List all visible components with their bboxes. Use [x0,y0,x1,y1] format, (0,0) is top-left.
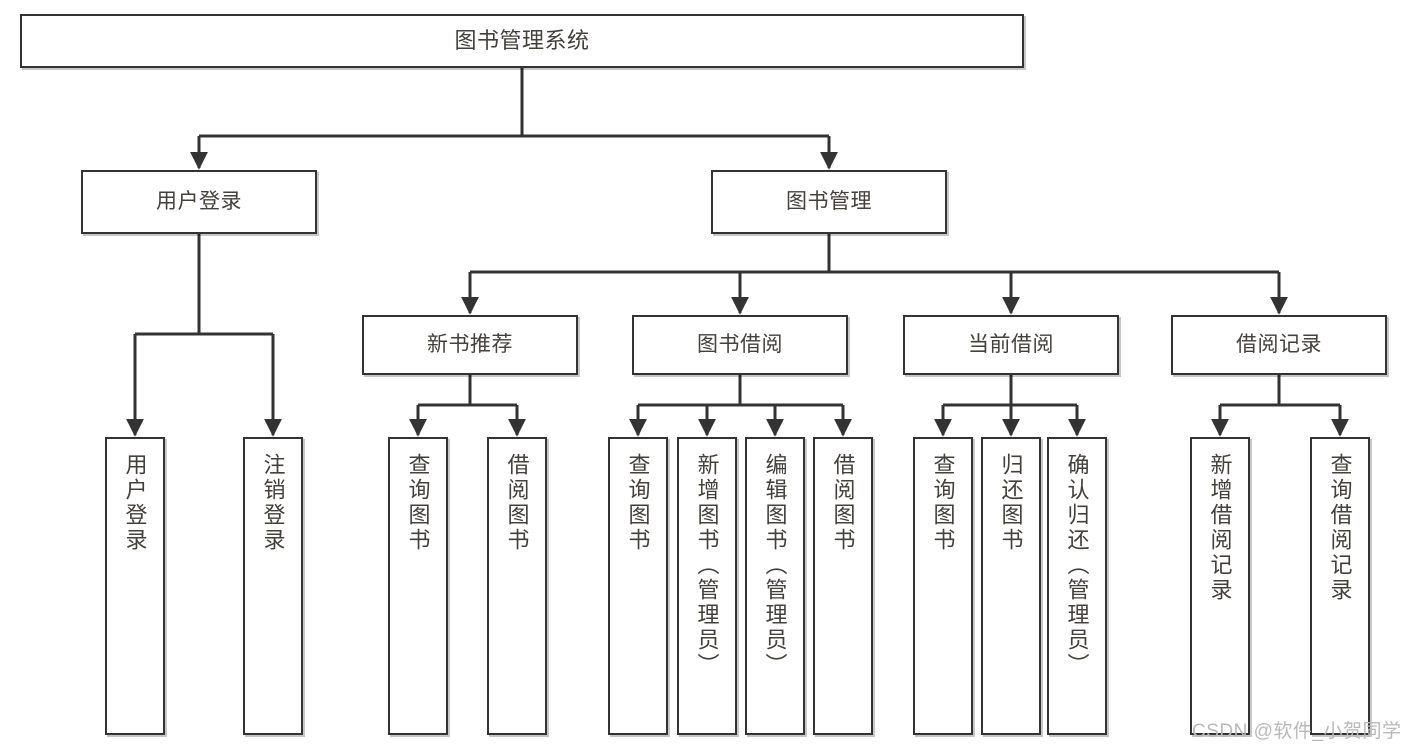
node-l4-d2[interactable]: 归还图书 [981,437,1041,735]
node-label: 查询借阅记录 [1327,453,1353,603]
node-label: 查询图书 [405,453,431,553]
node-l4-b1[interactable]: 查询图书 [388,437,448,735]
node-label: 新增借阅记录 [1207,453,1233,603]
node-l4-c2[interactable]: 新增图书（管理员） [677,437,737,735]
node-l4-e1[interactable]: 新增借阅记录 [1190,437,1250,735]
node-l2-login[interactable]: 用户登录 [81,170,317,234]
node-label: 当前借阅 [968,332,1054,356]
node-label: 图书管理 [786,189,872,213]
node-l3-record[interactable]: 借阅记录 [1171,315,1387,375]
node-label: 归还图书 [998,453,1024,553]
node-label: 注销登录 [260,453,286,553]
node-label: 新书推荐 [427,332,513,356]
csdn-watermark: CSDN @软件_小贺同学 [1192,721,1402,742]
node-label: 查询图书 [930,453,956,553]
node-label: 用户登录 [156,189,242,213]
node-l4-c1[interactable]: 查询图书 [608,437,668,735]
node-l4-c3[interactable]: 编辑图书（管理员） [745,437,805,735]
node-label: 图书管理系统 [454,28,590,54]
node-l4-b2[interactable]: 借阅图书 [487,437,547,735]
node-l4-d3[interactable]: 确认归还（管理员） [1047,437,1107,735]
node-l4-a1[interactable]: 用户登录 [105,437,165,735]
node-label: 编辑图书（管理员） [762,453,788,678]
node-label: 借阅图书 [504,453,530,553]
node-label: 借阅图书 [830,453,856,553]
node-l4-d1[interactable]: 查询图书 [913,437,973,735]
node-label: 新增图书（管理员） [694,453,720,678]
node-label: 查询图书 [625,453,651,553]
node-l2-manage[interactable]: 图书管理 [711,170,947,234]
node-l3-newbook[interactable]: 新书推荐 [362,315,578,375]
node-l4-c4[interactable]: 借阅图书 [813,437,873,735]
node-label: 用户登录 [122,453,148,553]
node-l3-current[interactable]: 当前借阅 [903,315,1119,375]
node-l3-borrow[interactable]: 图书借阅 [632,315,848,375]
node-label: 借阅记录 [1236,332,1322,356]
node-l4-e2[interactable]: 查询借阅记录 [1310,437,1370,735]
node-label: 确认归还（管理员） [1064,453,1090,678]
node-root[interactable]: 图书管理系统 [20,14,1024,68]
node-label: 图书借阅 [697,332,783,356]
node-l4-a2[interactable]: 注销登录 [243,437,303,735]
